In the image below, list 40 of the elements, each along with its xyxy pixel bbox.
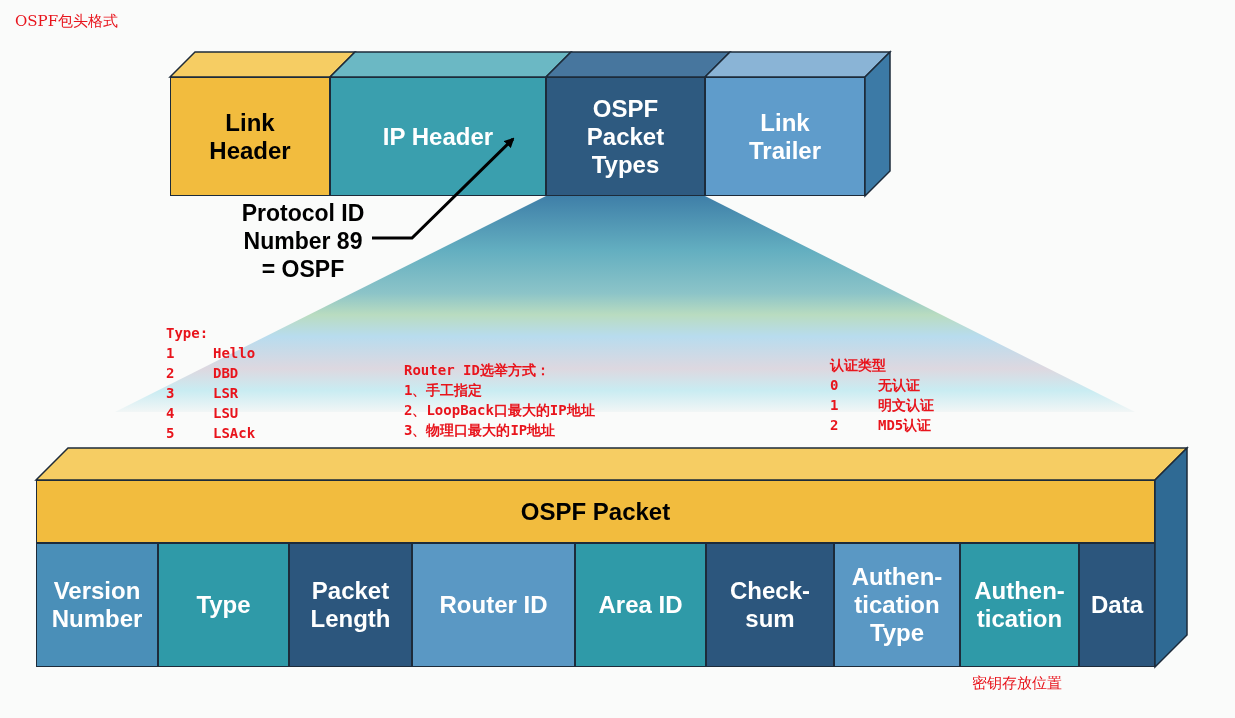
- note-text: 2: [830, 416, 839, 434]
- header-field-box: Check-sum: [706, 543, 834, 667]
- note-text: DBD: [213, 364, 239, 382]
- header-field-box: Router ID: [412, 543, 575, 667]
- header-field-box: Authen-tication: [960, 543, 1079, 667]
- note-text: 4: [166, 404, 175, 422]
- note-text: 1、手工指定: [404, 381, 483, 399]
- note-text: LSR: [213, 384, 239, 402]
- header-field-box: IP Header: [330, 77, 546, 196]
- header-field-box: Packet Length: [289, 543, 412, 667]
- note-text: 2: [166, 364, 175, 382]
- note-text: 5: [166, 424, 175, 442]
- note-text: 1: [830, 396, 839, 414]
- header-field-box: Link Header: [170, 77, 330, 196]
- packet-band: OSPF Packet: [36, 480, 1155, 543]
- note-text: 认证类型: [830, 356, 886, 374]
- note-text: Type:: [166, 324, 209, 342]
- header-field-box: OSPF Packet Types: [546, 77, 705, 196]
- note-text: 2、LoopBack口最大的IP地址: [404, 401, 595, 419]
- note-text: Router ID选举方式：: [404, 361, 550, 379]
- header-field-box: Data: [1079, 543, 1155, 667]
- note-text: 3、物理口最大的IP地址: [404, 421, 556, 439]
- diagram-title: OSPF包头格式: [15, 11, 119, 32]
- note-text: 0: [830, 376, 839, 394]
- arrow: [372, 137, 515, 240]
- note-text: MD5认证: [878, 416, 932, 434]
- note-text: 3: [166, 384, 175, 402]
- header-field-box: Link Trailer: [705, 77, 865, 196]
- field-note: 密钥存放位置: [972, 673, 1062, 694]
- note-text: LSAck: [213, 424, 256, 442]
- header-field-box: Version Number: [36, 543, 158, 667]
- note-text: 明文认证: [878, 396, 934, 414]
- note-text: LSU: [213, 404, 239, 422]
- note-text: 1: [166, 344, 175, 362]
- header-field-box: Area ID: [575, 543, 706, 667]
- protocol-id-note: Protocol ID Number 89 = OSPF: [236, 198, 370, 284]
- header-field-box: Type: [158, 543, 289, 667]
- note-text: 无认证: [878, 376, 920, 394]
- note-text: Hello: [213, 344, 256, 362]
- header-field-box: Authen-tication Type: [834, 543, 960, 667]
